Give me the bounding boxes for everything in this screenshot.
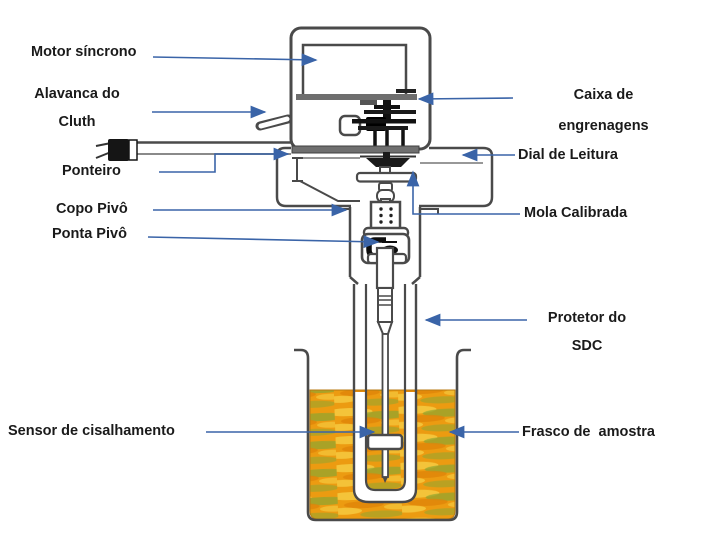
housing-opening [338, 114, 362, 137]
pivot-cup [369, 198, 402, 231]
connector-gearbox [417, 92, 514, 106]
sdc-protector [352, 284, 418, 504]
label-protetor-line2: SDC [571, 338, 603, 354]
label-protetor-line1: Protetor do [547, 310, 627, 326]
label-caixa-line1: Caixa de [573, 87, 634, 103]
label-ponta-pivo: Ponta Pivô [52, 226, 127, 242]
label-copo-pivo: Copo Pivô [56, 201, 128, 217]
spring-bar [355, 171, 418, 183]
label-dial: Dial de Leitura [518, 147, 618, 163]
label-alavanca-line1: Alavanca do [34, 86, 120, 102]
motor-block [301, 43, 408, 99]
shear-sensor-paddle [366, 433, 404, 451]
connector-pivot-point [147, 235, 380, 249]
label-mola: Mola Calibrada [524, 205, 628, 221]
clutch-lever [255, 114, 293, 131]
label-frasco: Frasco de amostra [522, 424, 655, 440]
rod-plug [108, 139, 129, 161]
connector-pointer [159, 147, 290, 173]
sample-beaker [294, 348, 471, 522]
connector-spring [406, 170, 520, 215]
label-motor: Motor síncrono [31, 44, 137, 60]
label-alavanca-line2: Cluth [58, 114, 96, 130]
motor-housing [289, 26, 432, 151]
connector-motor [152, 53, 318, 67]
dial-bar [291, 145, 420, 154]
dial-hub [366, 158, 410, 167]
label-sensor: Sensor de cisalhamento [8, 423, 175, 439]
label-caixa-line2: engrenagens [558, 118, 649, 134]
dial-internals [291, 145, 483, 203]
gear-assembly [352, 89, 416, 147]
spindle [366, 246, 404, 483]
label-ponteiro: Ponteiro [62, 163, 121, 179]
pointer-rod [95, 139, 291, 161]
